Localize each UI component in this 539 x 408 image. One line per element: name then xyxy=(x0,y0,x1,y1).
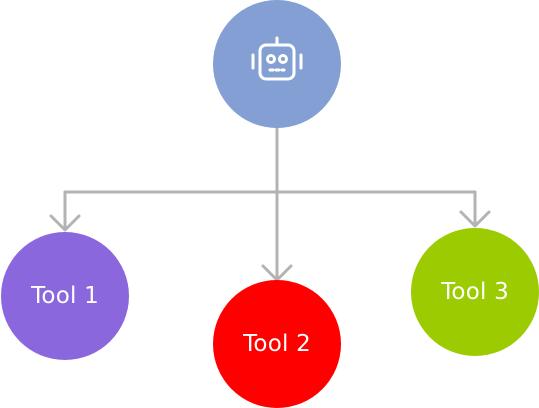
arrowhead-tool-3 xyxy=(459,210,491,228)
tool-1-node: Tool 1 xyxy=(1,232,129,360)
agent-node xyxy=(213,0,341,128)
tool-3-node: Tool 3 xyxy=(411,228,539,356)
tool-3-label: Tool 3 xyxy=(441,279,509,305)
robot-icon xyxy=(251,36,303,81)
tool-1-label: Tool 1 xyxy=(31,283,99,309)
tool-2-node: Tool 2 xyxy=(213,280,341,408)
arrowhead-tool-1 xyxy=(49,214,81,232)
tool-2-label: Tool 2 xyxy=(243,331,311,357)
